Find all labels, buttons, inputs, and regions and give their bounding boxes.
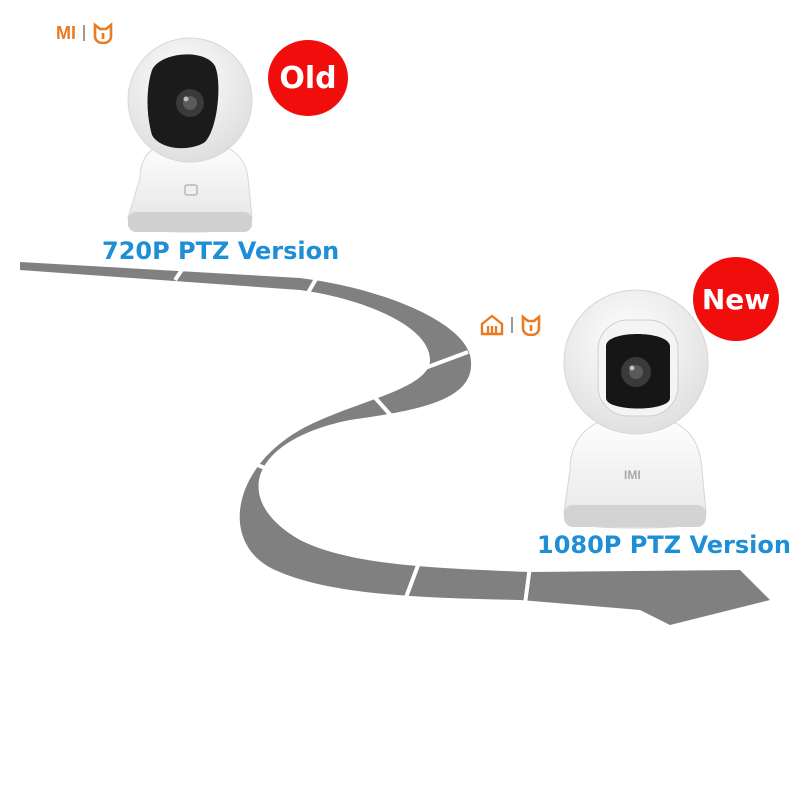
curved-arrow-path: [20, 262, 770, 625]
path-gap: [303, 271, 322, 299]
mijia-cat-icon: [93, 22, 113, 44]
path-gap: [424, 350, 469, 370]
logo-separator: [83, 25, 85, 41]
imi-body-logo: IMI: [624, 468, 641, 482]
path-gap: [403, 559, 422, 601]
mi-logo-icon: MI: [56, 22, 76, 43]
path-gap: [239, 456, 271, 472]
logo-separator: [511, 317, 513, 333]
old-caption: 720P PTZ Version: [102, 237, 340, 265]
new-badge: New: [693, 257, 779, 341]
old-badge: Old: [268, 40, 348, 116]
brand-logo-top: MI: [56, 22, 114, 44]
new-caption: 1080P PTZ Version: [537, 531, 791, 559]
path-gap: [173, 256, 192, 282]
path-gap: [523, 565, 532, 605]
mijia-body-icon: [184, 184, 198, 196]
camera-base-ring: [128, 212, 252, 232]
mijia-cat-icon: [521, 314, 541, 336]
camera-base-ring: [564, 505, 706, 527]
imilab-home-icon: [480, 314, 504, 336]
brand-logo-new: [480, 314, 542, 336]
path-gap: [368, 390, 397, 422]
